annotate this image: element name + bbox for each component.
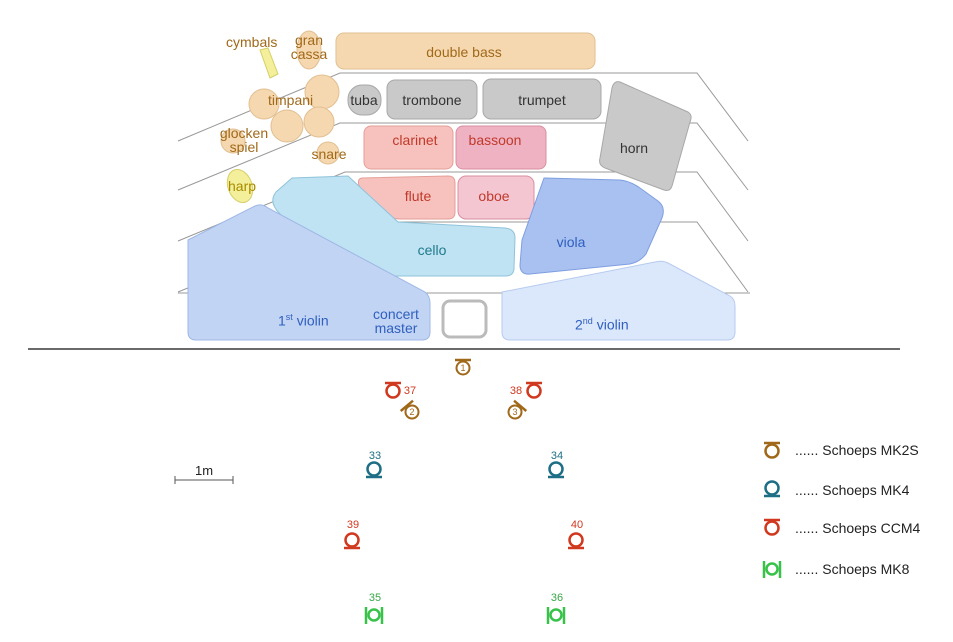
mic-1-number: 1 (460, 363, 466, 373)
conductor-podium (441, 299, 488, 339)
trombone-label: trombone (402, 92, 462, 108)
gran-cassa-line-1: gran (294, 32, 324, 48)
gran-cassa-drum (296, 30, 322, 70)
bassoon-section (455, 125, 547, 170)
timpani-drum-4 (303, 106, 335, 138)
second-violin-label: 2nd violin (575, 314, 629, 332)
glockenspiel-shape (220, 128, 246, 154)
clarinet-section (363, 125, 454, 170)
mic-33-mk4-icon (366, 461, 382, 479)
cello-label: cello (417, 242, 447, 258)
viola-section (519, 177, 664, 275)
glockenspiel-line-2: spiel (229, 139, 259, 155)
harp-shape (226, 169, 254, 203)
timpani-drum-1 (248, 88, 280, 120)
concert-master-label: concert master (373, 307, 419, 335)
mic-38-ccm4-icon (526, 381, 542, 399)
gran-cassa-line-2: cassa (290, 46, 328, 62)
legend-ccm4-icon (764, 518, 780, 536)
mic-37-ccm4-icon (385, 381, 401, 399)
mic-36-mk8-icon (546, 607, 566, 624)
mic-40-number: 40 (570, 519, 584, 531)
bassoon-label: bassoon (468, 132, 522, 148)
cymbals-shape (259, 47, 279, 79)
mic-2-mk2s-icon (399, 399, 420, 420)
mic-40-ccm4-icon (568, 532, 584, 550)
clarinet-label: clarinet (392, 132, 438, 148)
mic-1-mk2s-icon (455, 358, 471, 376)
gran-cassa-label: gran cassa (291, 33, 328, 61)
first-violin-label: 1st violin (278, 310, 329, 328)
oboe-label: oboe (478, 188, 510, 204)
legend-text-mk4: ...... Schoeps MK4 (795, 482, 910, 498)
mic-3-number: 3 (512, 407, 518, 417)
cymbals-label: cymbals (226, 34, 278, 50)
second-violin-number: 2 (575, 316, 583, 333)
snare-label: snare (311, 146, 347, 162)
trumpet-section (482, 78, 602, 120)
concert-master-line-1: concert (373, 306, 419, 322)
first-violin-section (187, 204, 431, 341)
tuba-label: tuba (350, 92, 378, 108)
double-bass-label: double bass (426, 44, 502, 60)
timpani-drum-3 (270, 109, 304, 143)
mic-36-number: 36 (550, 592, 564, 604)
legend-mk8-icon (762, 561, 782, 578)
snare-drum (316, 141, 340, 165)
mic-2-number: 2 (409, 407, 415, 417)
second-violin-suffix: nd (582, 316, 593, 326)
legend-mk4-icon (764, 480, 780, 498)
trombone-section (386, 79, 478, 120)
first-violin-suffix: st (285, 312, 293, 322)
viola-label: viola (556, 234, 586, 250)
horn-label: horn (619, 140, 649, 156)
legend-text-ccm4: ...... Schoeps CCM4 (795, 520, 921, 536)
first-violin-word: violin (292, 312, 329, 329)
mic-38-number: 38 (509, 385, 523, 397)
tuba-section (347, 84, 382, 116)
scale-bar-label: 1m (194, 463, 214, 478)
concert-master-line-2: master (374, 320, 418, 336)
mic-34-mk4-icon (548, 461, 564, 479)
flute-label: flute (404, 188, 432, 204)
mic-34-number: 34 (550, 450, 564, 462)
mic-39-number: 39 (346, 519, 360, 531)
mic-37-number: 37 (403, 385, 417, 397)
trumpet-label: trumpet (518, 92, 566, 108)
scale-bar (174, 476, 234, 484)
timpani-label: timpani (268, 92, 314, 108)
mic-35-number: 35 (368, 592, 382, 604)
glockenspiel-label: glocken spiel (220, 126, 268, 154)
horn-section (599, 81, 692, 191)
legend-text-mk2s: ...... Schoeps MK2S (795, 442, 919, 458)
mic-35-mk8-icon (364, 607, 384, 624)
second-violin-word: violin (592, 316, 629, 333)
second-violin-section (501, 260, 736, 341)
harp-label: harp (228, 178, 257, 194)
double-bass-section (335, 32, 596, 70)
mic-39-ccm4-icon (344, 532, 360, 550)
mic-3-mk2s-icon (507, 399, 528, 420)
mic-33-number: 33 (368, 450, 382, 462)
oboe-section (457, 175, 535, 220)
legend-mk2s-icon (764, 441, 780, 459)
glockenspiel-line-1: glocken (219, 125, 269, 141)
legend-text-mk8: ...... Schoeps MK8 (795, 561, 910, 577)
first-violin-number: 1 (278, 312, 286, 329)
